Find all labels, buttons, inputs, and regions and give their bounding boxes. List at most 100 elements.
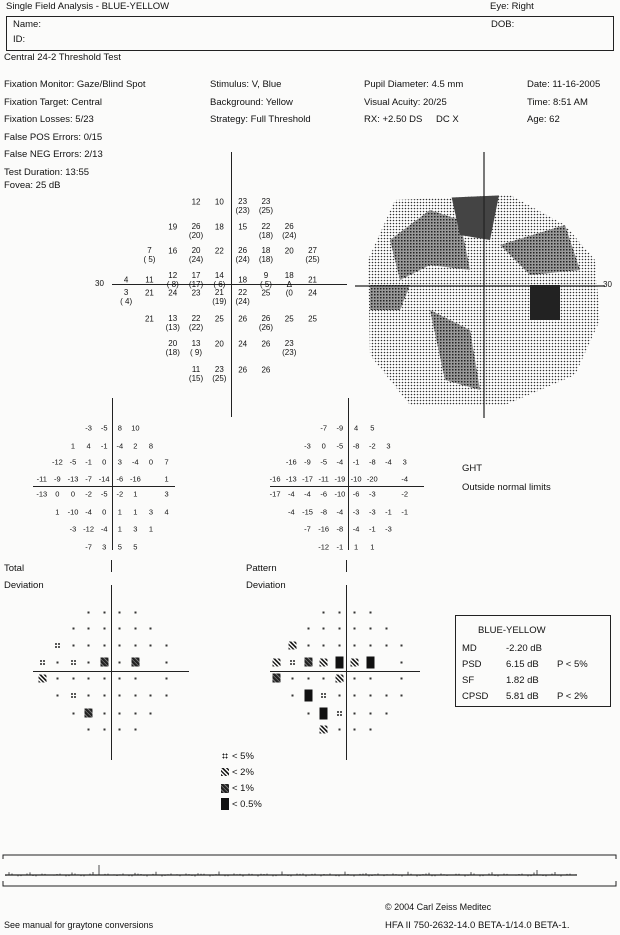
probability-cell — [382, 641, 391, 650]
param-line: False NEG Errors: 2/13 — [4, 149, 103, 160]
deviation-value: 1 — [148, 524, 154, 534]
probability-symbol-normal — [103, 677, 106, 679]
threshold-value: 11(15) — [189, 365, 203, 383]
probability-symbol-normal — [353, 644, 356, 646]
threshold-value: 23 — [192, 289, 201, 298]
threshold-repeat: (17) — [188, 280, 204, 289]
probability-symbol-normal — [72, 712, 75, 714]
dob-label: DOB: — [491, 19, 515, 30]
probability-symbol-normal — [369, 611, 372, 613]
probability-symbol-2 — [319, 658, 328, 666]
probability-cell — [69, 641, 78, 650]
deviation-value: 2 — [133, 441, 138, 451]
deviation-value: -8 — [352, 441, 360, 451]
probability-symbol-normal — [103, 627, 106, 629]
probability-cell — [304, 689, 313, 701]
deviation-value: -12 — [318, 542, 330, 552]
threshold-repeat: (23) — [235, 206, 250, 215]
param-line: Visual Acuity: 20/25 — [364, 96, 447, 108]
probability-symbol-normal — [134, 677, 137, 679]
threshold-db: 11 — [191, 365, 201, 374]
threshold-db: 15 — [238, 222, 248, 232]
threshold-value: 26(24) — [282, 222, 296, 240]
probability-cell — [115, 691, 124, 700]
deviation-value: -5 — [336, 441, 344, 451]
probability-cell — [304, 641, 313, 650]
threshold-value: 26 — [238, 366, 247, 375]
deviation-value: -7 — [320, 423, 328, 433]
deviation-value: -4 — [287, 489, 295, 499]
deviation-value: -1 — [385, 507, 392, 517]
stat-value: -2.20 dB — [506, 643, 542, 654]
probability-symbol-normal — [134, 627, 137, 629]
threshold-value: 22(18) — [259, 222, 273, 240]
deviation-value: 4 — [86, 441, 91, 451]
threshold-db: 9 — [263, 271, 269, 280]
probability-cell — [115, 725, 124, 734]
probability-symbol-normal — [385, 712, 387, 714]
param-line: Time: 8:51 AM — [527, 96, 588, 108]
threshold-axis-label-left: 30 — [95, 279, 104, 288]
deviation-value: 10 — [131, 423, 140, 433]
threshold-value: 17(17) — [189, 271, 203, 289]
probability-symbol-normal — [322, 644, 325, 646]
probability-cell — [100, 709, 109, 718]
threshold-db: 21 — [144, 288, 154, 298]
threshold-db: 25 — [308, 314, 317, 324]
probability-symbol-normal — [103, 611, 106, 613]
probability-cell — [350, 691, 359, 700]
threshold-value: 24 — [238, 340, 247, 349]
probability-symbol-normal — [118, 694, 121, 696]
probability-cell — [382, 709, 391, 718]
probability-symbol-2 — [38, 674, 47, 682]
stat-name: SF — [462, 675, 475, 686]
threshold-value: 23(23) — [236, 197, 250, 215]
probability-symbol-normal — [87, 627, 90, 629]
param-line: RX: +2.50 DS — [364, 114, 423, 125]
probability-symbol-normal — [103, 712, 106, 714]
probability-cell — [115, 658, 124, 667]
threshold-db: 22 — [191, 314, 201, 323]
threshold-value: 19 — [168, 223, 177, 232]
threshold-repeat: ( 6) — [213, 280, 226, 289]
total-deviation-subtitle: Deviation — [4, 580, 44, 591]
probability-cell — [115, 608, 124, 617]
deviation-value: -2 — [116, 489, 124, 499]
deviation-value: -9 — [336, 423, 344, 433]
probability-symbol-0 — [366, 656, 375, 668]
probability-cell — [84, 725, 93, 734]
threshold-value: 3( 4) — [120, 288, 132, 306]
threshold-db: 18 — [284, 271, 294, 280]
deviation-value: -4 — [132, 457, 139, 467]
deviation-value: 4 — [164, 507, 169, 517]
probability-symbol-2 — [272, 658, 281, 666]
threshold-repeat: (15) — [188, 374, 204, 383]
probability-cell — [350, 624, 359, 633]
probability-symbol-normal — [134, 728, 137, 730]
threshold-value: 15 — [238, 223, 247, 232]
threshold-value: 20(18) — [166, 339, 180, 357]
stat-value: 1.82 dB — [506, 675, 539, 686]
threshold-db: 26 — [238, 314, 248, 324]
probability-cell — [115, 624, 124, 633]
probability-symbol-5 — [336, 710, 343, 716]
deviation-value: -1 — [401, 507, 409, 517]
probability-symbol-normal — [338, 694, 341, 696]
deviation-value: -20 — [366, 474, 378, 484]
threshold-value: 23(23) — [282, 339, 296, 357]
deviation-value: -16 — [129, 474, 141, 484]
threshold-db: 22 — [261, 222, 271, 231]
stat-value: 6.15 dB — [506, 659, 539, 670]
probability-symbol-5 — [320, 692, 327, 698]
probability-symbol-normal — [134, 644, 137, 646]
probability-symbol-5 — [289, 659, 296, 665]
threshold-db: 20 — [284, 246, 294, 256]
probability-cell — [100, 674, 109, 683]
probability-symbol-2 — [350, 658, 359, 666]
pd-horizontal-axis — [270, 486, 424, 487]
deviation-value: -4 — [304, 489, 311, 499]
stat-name: MD — [462, 643, 477, 654]
threshold-repeat: (23) — [282, 348, 297, 357]
